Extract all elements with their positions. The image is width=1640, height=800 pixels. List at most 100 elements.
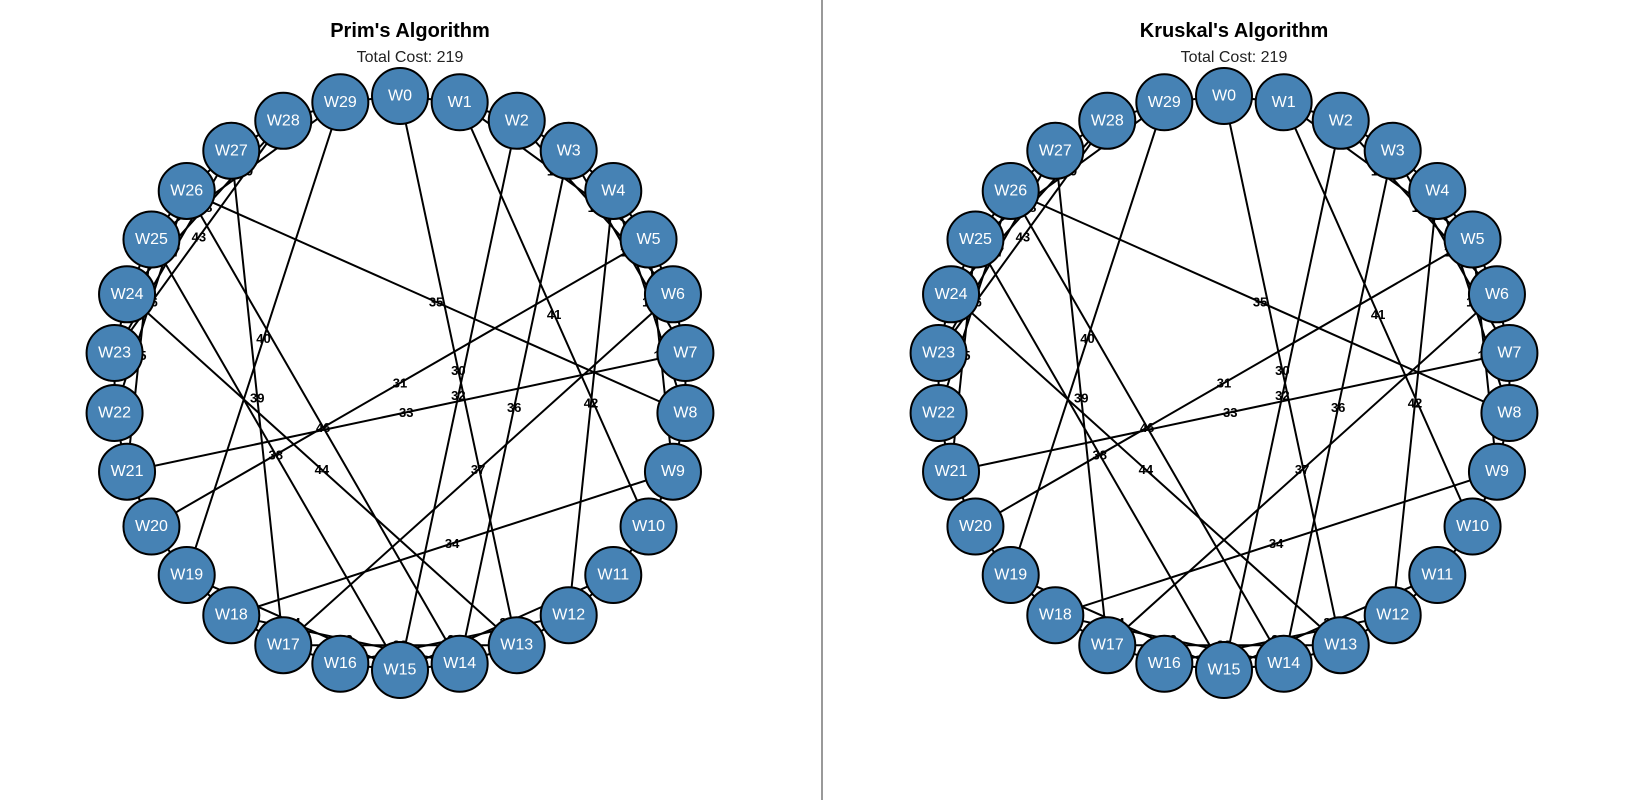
edge-weight-label: 41 (1371, 307, 1385, 322)
node-W18 (1026, 586, 1085, 645)
node-W12 (1363, 586, 1422, 645)
node-label: W5 (1461, 231, 1485, 248)
node-label: W24 (935, 286, 968, 303)
node-label: W3 (557, 142, 581, 159)
node-W29 (311, 73, 370, 132)
edge-W27-W17 (230, 150, 285, 646)
node-W13 (487, 616, 546, 675)
node-label: W27 (1039, 142, 1072, 159)
edge-weight-label: 35 (1253, 294, 1267, 309)
node-W26 (157, 161, 216, 220)
node-W15 (1195, 641, 1253, 699)
panel-title: Kruskal's Algorithm (1139, 20, 1329, 42)
node-W9 (1467, 442, 1526, 501)
node-label: W26 (170, 182, 203, 199)
node-W21 (98, 442, 157, 501)
edge-W3-W14 (1282, 150, 1394, 664)
edge-weight-label: 36 (507, 400, 521, 415)
edge-W17-W6 (282, 293, 674, 646)
node-label: W8 (1497, 404, 1521, 421)
node-W1 (1254, 73, 1313, 132)
node-W6 (1467, 265, 1526, 324)
node-W22 (85, 383, 144, 442)
edge-weight-label: 42 (1408, 396, 1422, 411)
node-W17 (254, 616, 313, 675)
node-label: W18 (1039, 607, 1072, 624)
node-label: W16 (1148, 655, 1181, 672)
edge-weight-label: 33 (1223, 405, 1237, 420)
node-W5 (619, 210, 678, 269)
node-W11 (584, 546, 643, 605)
edge-W29-W19 (1009, 101, 1166, 576)
panel-title: Prim's Algorithm (330, 20, 490, 42)
edge-weight-label: 38 (268, 447, 282, 462)
node-label: W9 (661, 463, 685, 480)
edge-W17-W6 (1106, 293, 1498, 646)
edge-weight-label: 44 (1139, 462, 1154, 477)
node-label: W15 (384, 662, 417, 679)
node-W27 (1026, 121, 1085, 180)
node-W0 (371, 67, 429, 125)
node-W19 (157, 546, 216, 605)
edge-W25-W15 (974, 239, 1225, 671)
edge-weight-label: 34 (1269, 536, 1284, 551)
panel-subtitle: Total Cost: 219 (1180, 49, 1288, 66)
node-W7 (1480, 324, 1539, 383)
node-W15 (371, 641, 429, 699)
node-W20 (122, 497, 181, 556)
edge-W2-W15 (1223, 120, 1342, 671)
node-W24 (98, 265, 157, 324)
node-W13 (1311, 616, 1370, 675)
edge-W1-W10 (458, 101, 650, 527)
node-label: W22 (922, 404, 955, 421)
node-label: W27 (215, 142, 248, 159)
prim-graph: 1516171819202122232425262728293031323334… (85, 67, 715, 699)
node-W28 (254, 91, 313, 150)
node-label: W23 (922, 345, 955, 362)
node-label: W6 (661, 286, 685, 303)
node-label: W26 (994, 182, 1027, 199)
edge-weight-label: 32 (451, 388, 465, 403)
node-label: W20 (135, 518, 168, 535)
edge-weight-label: 37 (471, 462, 485, 477)
node-W9 (643, 442, 702, 501)
node-label: W14 (1267, 655, 1300, 672)
node-W6 (643, 265, 702, 324)
edge-W20-W5 (974, 238, 1474, 528)
node-label: W8 (673, 404, 697, 421)
node-W10 (1443, 497, 1502, 556)
edge-W9-W18 (1054, 470, 1498, 617)
node-W5 (1443, 210, 1502, 269)
node-label: W24 (111, 286, 144, 303)
node-label: W19 (170, 567, 203, 584)
edge-W20-W5 (150, 238, 650, 528)
edge-W0-W13 (399, 95, 518, 646)
node-label: W10 (632, 518, 665, 535)
node-label: W10 (1456, 518, 1489, 535)
edge-weight-label: 44 (315, 462, 330, 477)
node-W22 (909, 383, 968, 442)
edge-weight-label: 40 (1080, 331, 1094, 346)
node-W4 (1408, 161, 1467, 220)
edge-weight-label: 39 (1074, 390, 1088, 405)
node-W18 (202, 586, 261, 645)
node-label: W19 (994, 567, 1027, 584)
edge-weight-label: 39 (250, 390, 264, 405)
edge-weight-label: 30 (1275, 363, 1289, 378)
node-W3 (1363, 121, 1422, 180)
kruskal-panel: Kruskal's Algorithm Total Cost: 219 1516… (824, 0, 1640, 800)
edge-W4-W12 (567, 190, 615, 616)
edge-W4-W12 (1391, 190, 1439, 616)
node-W24 (922, 265, 981, 324)
node-label: W15 (1208, 662, 1241, 679)
node-label: W28 (1091, 112, 1124, 129)
edge-weight-label: 43 (192, 229, 206, 244)
node-label: W1 (448, 94, 472, 111)
edge-weight-label: 46 (1140, 420, 1154, 435)
node-label: W6 (1485, 286, 1509, 303)
node-W27 (202, 121, 261, 180)
node-label: W0 (1212, 88, 1236, 105)
edge-weight-label: 31 (1217, 376, 1231, 391)
node-label: W21 (935, 463, 968, 480)
edge-W0-W13 (1223, 95, 1342, 646)
